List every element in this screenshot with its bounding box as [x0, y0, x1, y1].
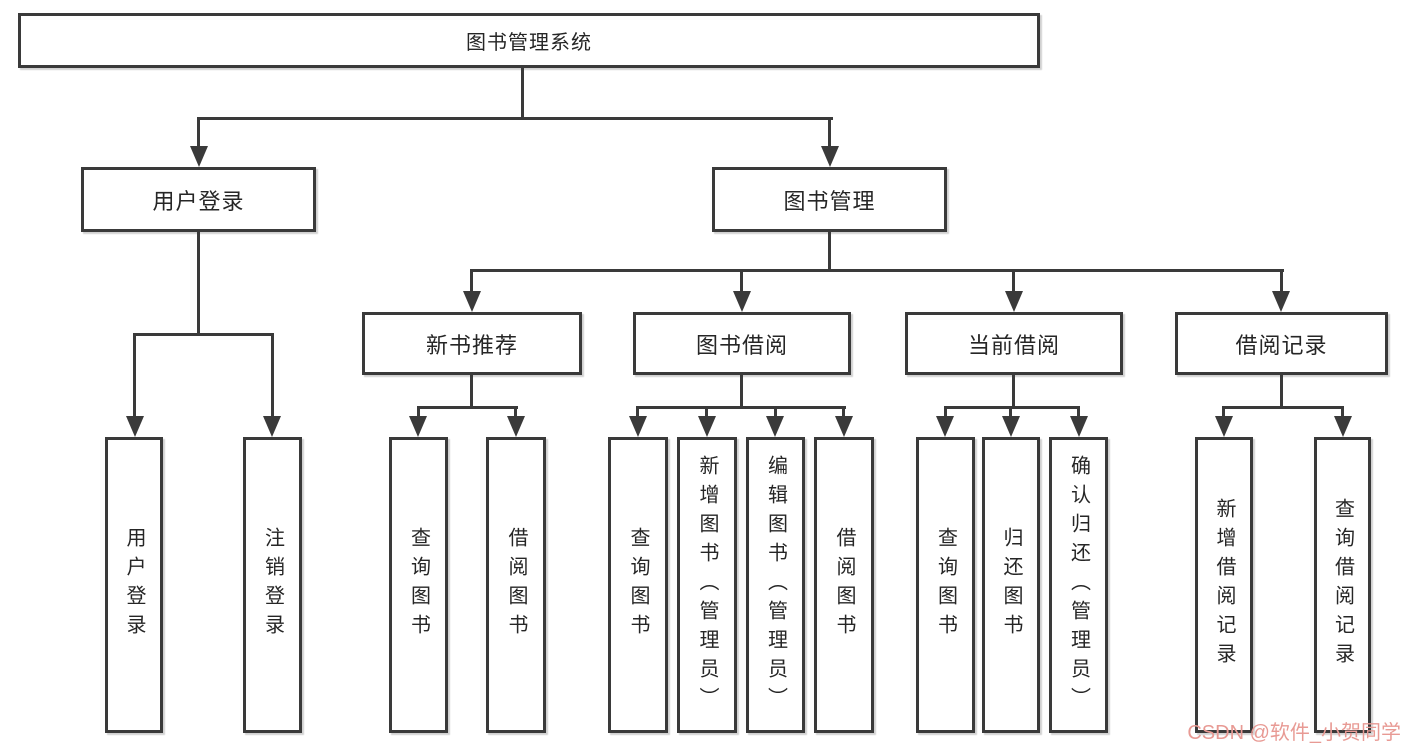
node-borrow-records-label: 借阅记录 — [1235, 332, 1328, 358]
connector-to-leaf-logout — [271, 333, 274, 417]
leaf-user-login: 用户登录 — [105, 437, 163, 733]
connector-user-login-stem — [197, 232, 200, 336]
leaf-add-book-admin: 新增图书（管理员） — [677, 437, 737, 733]
connector-to-return-book — [1009, 406, 1012, 418]
leaf-borrow-books-2: 借阅图书 — [814, 437, 874, 733]
leaf-confirm-return-admin: 确认归还（管理员） — [1049, 437, 1108, 733]
connector-current-borrow-stem — [1012, 375, 1015, 408]
connector-book-borrow-stem — [740, 375, 743, 408]
leaf-add-borrow-record: 新增借阅记录 — [1195, 437, 1253, 733]
connector-to-leaf-login — [133, 333, 136, 417]
connector-to-borrow-records — [1280, 269, 1283, 292]
connector-to-confirm-return — [1077, 406, 1080, 418]
connector-to-borrow-books-1 — [514, 406, 517, 418]
node-user-login: 用户登录 — [81, 167, 316, 232]
leaf-query-borrow-record-label: 查询借阅记录 — [1331, 498, 1354, 672]
leaf-query-books-2-label: 查询图书 — [627, 527, 649, 643]
connector-to-query-books-2 — [636, 406, 639, 418]
arrowhead-borrow-books-1 — [507, 416, 525, 437]
connector-to-book-borrow — [740, 269, 743, 292]
arrowhead-borrow-books-2 — [835, 416, 853, 437]
node-root: 图书管理系统 — [18, 13, 1040, 68]
connector-root-stem — [521, 68, 524, 120]
leaf-add-book-admin-label: 新增图书（管理员） — [696, 454, 718, 716]
connector-to-query-books-1 — [417, 406, 420, 418]
arrowhead-borrow-records — [1272, 291, 1290, 312]
arrowhead-add-record — [1215, 416, 1233, 437]
leaf-return-book: 归还图书 — [982, 437, 1040, 733]
node-user-login-label: 用户登录 — [152, 188, 245, 214]
node-book-borrow: 图书借阅 — [633, 312, 851, 375]
arrowhead-user-login — [190, 146, 208, 167]
leaf-user-login-label: 用户登录 — [123, 527, 145, 643]
leaf-confirm-return-admin-label: 确认归还（管理员） — [1067, 454, 1090, 716]
leaf-query-books-1-label: 查询图书 — [407, 527, 430, 643]
connector-new-book-split — [417, 406, 518, 409]
leaf-logout-label: 注销登录 — [261, 527, 284, 643]
connector-to-current-borrow — [1012, 269, 1015, 292]
leaf-query-books-3: 查询图书 — [916, 437, 975, 733]
node-borrow-records: 借阅记录 — [1175, 312, 1388, 375]
node-new-book-recommend-label: 新书推荐 — [425, 332, 518, 358]
connector-to-add-book — [705, 406, 708, 418]
leaf-return-book-label: 归还图书 — [1000, 527, 1022, 643]
leaf-query-borrow-record: 查询借阅记录 — [1314, 437, 1371, 733]
connector-to-new-book — [470, 269, 473, 292]
connector-to-book-management — [828, 117, 831, 148]
leaf-edit-book-admin-label: 编辑图书（管理员） — [764, 454, 787, 716]
leaf-borrow-books-2-label: 借阅图书 — [833, 527, 855, 643]
arrowhead-confirm-return — [1070, 416, 1088, 437]
node-root-label: 图书管理系统 — [466, 32, 592, 54]
arrowhead-current-borrow — [1005, 291, 1023, 312]
arrowhead-query-record — [1334, 416, 1352, 437]
connector-to-edit-book — [774, 406, 777, 418]
connector-book-management-stem — [828, 232, 831, 272]
node-book-management: 图书管理 — [712, 167, 947, 232]
leaf-borrow-books-1: 借阅图书 — [486, 437, 546, 733]
leaf-query-books-1: 查询图书 — [389, 437, 448, 733]
arrowhead-book-borrow — [733, 291, 751, 312]
connector-to-add-record — [1222, 406, 1225, 418]
leaf-borrow-books-1-label: 借阅图书 — [505, 527, 527, 643]
connector-to-borrow-books-2 — [842, 406, 845, 418]
connector-level2-split — [197, 117, 833, 120]
leaf-query-books-2: 查询图书 — [608, 437, 668, 733]
arrowhead-book-management — [821, 146, 839, 167]
arrowhead-query-books-2 — [629, 416, 647, 437]
connector-to-query-books-3 — [944, 406, 947, 418]
leaf-logout: 注销登录 — [243, 437, 302, 733]
node-current-borrow: 当前借阅 — [905, 312, 1123, 375]
arrowhead-query-books-3 — [936, 416, 954, 437]
connector-new-book-stem — [470, 375, 473, 408]
arrowhead-return-book — [1002, 416, 1020, 437]
connector-current-borrow-split — [944, 406, 1080, 409]
connector-to-query-record — [1341, 406, 1344, 418]
connector-borrow-records-split — [1222, 406, 1344, 409]
connector-to-user-login — [197, 117, 200, 148]
connector-borrow-records-stem — [1280, 375, 1283, 408]
leaf-edit-book-admin: 编辑图书（管理员） — [746, 437, 805, 733]
arrowhead-edit-book — [766, 416, 784, 437]
leaf-add-borrow-record-label: 新增借阅记录 — [1213, 498, 1235, 672]
arrowhead-leaf-login — [126, 416, 144, 437]
watermark-text: CSDN @软件_小贺同学 — [1187, 722, 1401, 744]
leaf-query-books-3-label: 查询图书 — [934, 527, 957, 643]
node-new-book-recommend: 新书推荐 — [362, 312, 582, 375]
connector-book-borrow-split — [636, 406, 846, 409]
node-book-borrow-label: 图书借阅 — [695, 332, 788, 358]
connector-level3-split — [470, 269, 1284, 272]
arrowhead-add-book — [698, 416, 716, 437]
arrowhead-query-books-1 — [409, 416, 427, 437]
node-book-management-label: 图书管理 — [783, 188, 876, 214]
arrowhead-new-book — [463, 291, 481, 312]
arrowhead-leaf-logout — [263, 416, 281, 437]
connector-user-login-split — [133, 333, 274, 336]
node-current-borrow-label: 当前借阅 — [967, 332, 1060, 358]
